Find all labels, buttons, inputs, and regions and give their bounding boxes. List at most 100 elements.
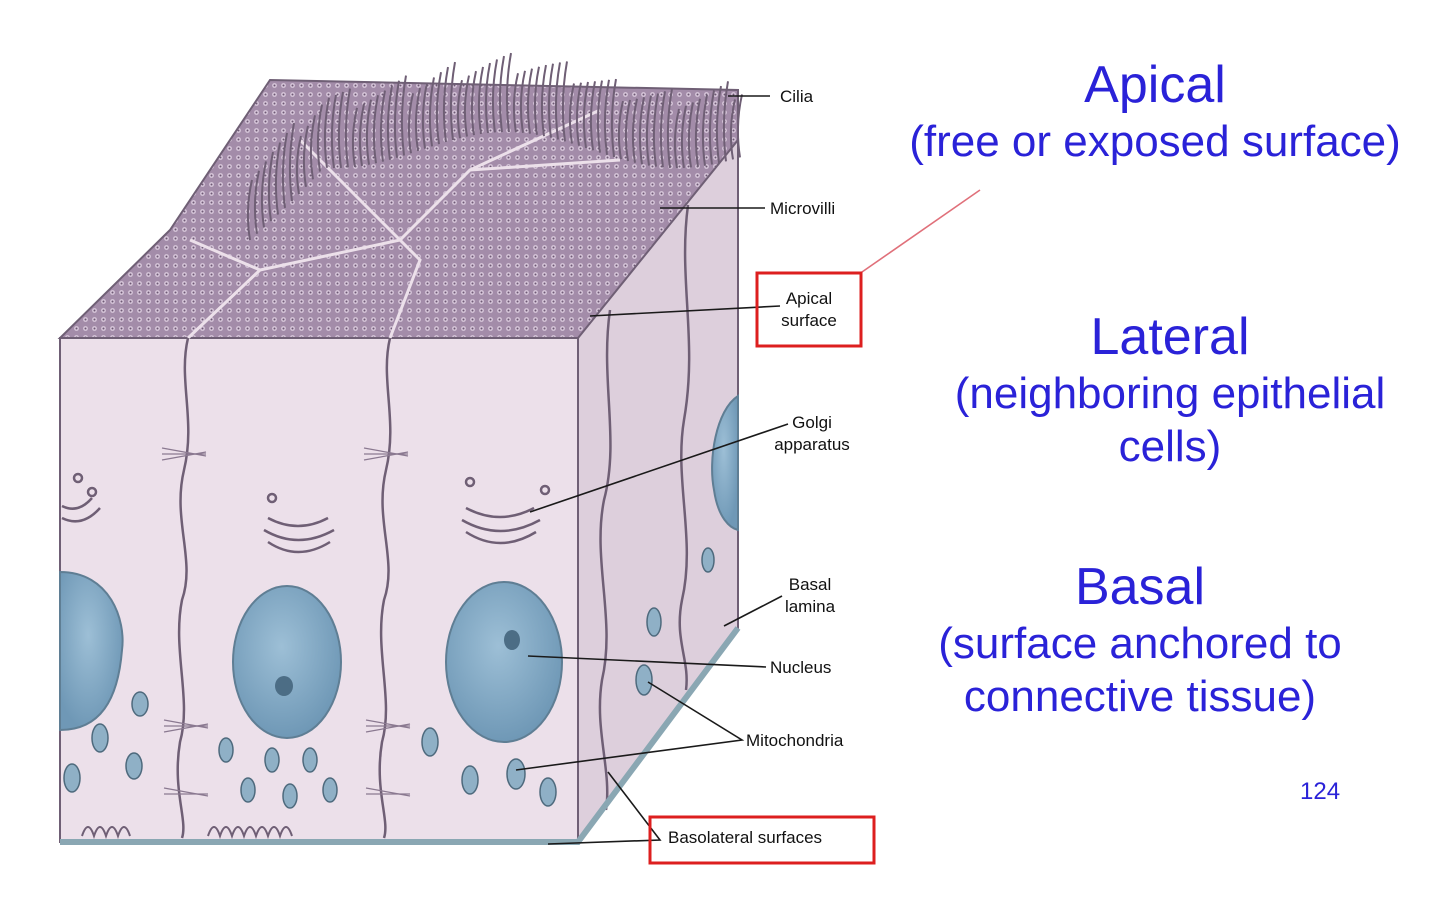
cilium [638,97,645,165]
cilium [694,98,701,167]
cilium [722,81,729,162]
cilium [652,93,659,167]
cilium [645,95,652,166]
golgi-stacks [61,472,551,554]
cilium [498,55,505,133]
cilium [442,66,449,143]
apical-detail: (free or exposed surface) [909,117,1401,167]
nuclei [59,394,739,743]
cilium [323,97,330,168]
cilium [575,82,582,146]
apical-surface-highlight-box [755,271,863,348]
basal-lamina-band [60,626,741,845]
cilium [666,88,673,168]
cilium [421,82,428,149]
lateral-description: Lateral (neighboring epithelial cells) [900,306,1440,474]
cilium [631,98,638,163]
cilium [680,105,687,169]
cilium [414,87,421,152]
cilium [351,107,358,168]
apical-connector-line [861,189,981,273]
label-mitochondria: Mitochondria [746,731,844,750]
cilium [365,99,372,165]
cilium [526,68,533,134]
cilium [477,66,484,135]
cilium [407,93,414,154]
cilium [491,59,498,133]
cilium [561,61,568,142]
junction-ticks [161,447,411,797]
cilium [295,135,302,195]
cilium [596,80,603,153]
cilium [358,103,365,167]
nucleolus [504,630,520,650]
cilium [281,132,288,209]
cilium [568,83,575,144]
label-microvilli: Microvilli [770,199,835,218]
apical-title: Apical [1084,56,1226,114]
cilium [540,64,547,137]
cilium [547,63,554,138]
cilium [673,108,680,169]
cilium [505,52,512,133]
cilium [610,78,617,158]
cilium [344,88,351,168]
page-number: 124 [1300,778,1341,805]
cilium [267,151,274,222]
cilium [617,100,624,160]
label-apical-surface-2: surface [781,311,837,330]
lateral-detail-line-1: (neighboring epithelial [954,369,1386,419]
label-cilia: Cilia [780,87,814,106]
label-golgi-2: apparatus [774,435,850,454]
cilia-tufts [246,52,743,241]
cilium [246,179,253,241]
lateral-membranes [176,204,691,839]
cilium [288,122,295,202]
cilium [260,161,267,228]
cilium [554,62,561,140]
cilium [449,61,456,141]
cilium [736,94,743,158]
cilium [659,91,666,168]
cilium [456,79,463,139]
cilium [386,85,393,160]
apical-top-surface [57,78,739,339]
top-cell-boundaries [186,108,621,340]
label-nucleus: Nucleus [770,658,831,677]
apical-description: Apical (free or exposed surface) [880,54,1430,169]
label-basal-lamina-1: Basal [789,575,832,594]
cilium [589,81,596,151]
cilium [484,62,491,134]
cilium [603,79,610,156]
basolateral-highlight-box [648,815,876,865]
cilium [393,80,400,158]
label-basolateral-surfaces: Basolateral surfaces [668,828,822,847]
cilium [708,90,715,165]
basal-infoldings [81,826,293,840]
cilium [715,85,722,164]
cilium [533,66,540,135]
cilium [253,170,260,234]
cilium [330,94,337,169]
cilium [582,81,589,149]
lateral-detail-line-2: cells) [1118,422,1222,472]
basal-title: Basal [1074,558,1206,616]
cilium [400,75,407,156]
lateral-title: Lateral [1090,308,1250,366]
label-apical-surface-1: Apical [786,289,832,308]
cilium [309,115,316,180]
cilium [624,99,631,162]
basal-description: Basal (surface anchored to connective ti… [880,556,1400,724]
cilium [302,125,309,188]
cilium [512,73,519,133]
cilium [372,95,379,164]
cilium [435,71,442,145]
basal-detail-line-2: connective tissue) [963,672,1317,722]
mitochondria [63,547,715,809]
nucleolus [275,676,293,696]
cilium [274,142,281,215]
cilium [701,94,708,166]
label-basal-lamina-2: lamina [785,597,836,616]
leader-lines [515,95,789,845]
